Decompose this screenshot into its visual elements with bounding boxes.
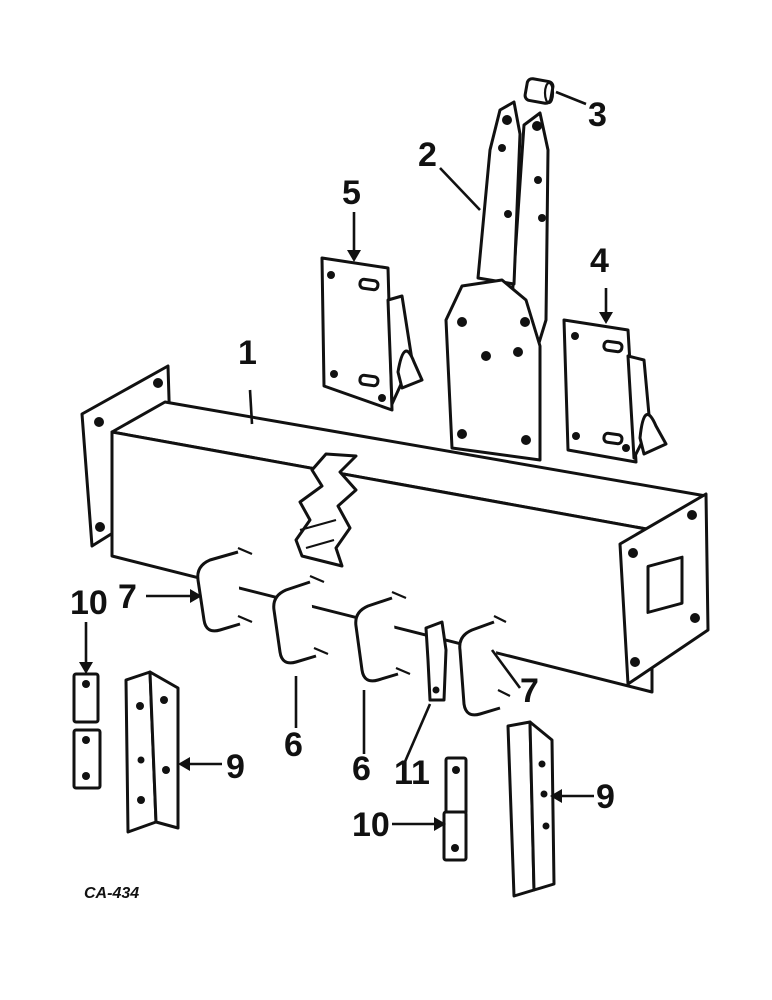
u-bolt-4 bbox=[458, 615, 511, 717]
callout-1: 1 bbox=[238, 334, 257, 372]
u-bolt-2 bbox=[272, 574, 329, 665]
callout-10-right: 10 bbox=[352, 806, 390, 844]
callout-2: 2 bbox=[418, 136, 437, 174]
leader-lines bbox=[79, 90, 613, 831]
callout-4: 4 bbox=[590, 242, 609, 280]
u-bolt-1 bbox=[196, 546, 253, 633]
hitch-bracket bbox=[444, 100, 550, 462]
main-tube-beam bbox=[80, 364, 710, 694]
wear-strip-right bbox=[442, 756, 468, 862]
spacer-bushing bbox=[523, 77, 555, 105]
callout-7-left: 7 bbox=[118, 578, 137, 616]
callout-6-left: 6 bbox=[284, 726, 303, 764]
callout-6-right: 6 bbox=[352, 750, 371, 788]
mounting-plate-right bbox=[562, 318, 668, 464]
u-bolt-3 bbox=[354, 590, 411, 683]
callout-5: 5 bbox=[342, 174, 361, 212]
callout-7-right: 7 bbox=[520, 672, 539, 710]
angle-bracket-right bbox=[506, 720, 556, 898]
callout-9-right: 9 bbox=[596, 778, 615, 816]
callout-10-left: 10 bbox=[70, 584, 108, 622]
drawing-code: CA-434 bbox=[84, 885, 139, 902]
angle-bracket-left bbox=[124, 670, 180, 834]
wear-strip-left bbox=[72, 672, 102, 790]
callout-3: 3 bbox=[588, 96, 607, 134]
mounting-plate-left bbox=[320, 256, 424, 412]
clamp-block bbox=[424, 620, 448, 702]
callout-9-left: 9 bbox=[226, 748, 245, 786]
callout-11: 11 bbox=[394, 754, 430, 792]
